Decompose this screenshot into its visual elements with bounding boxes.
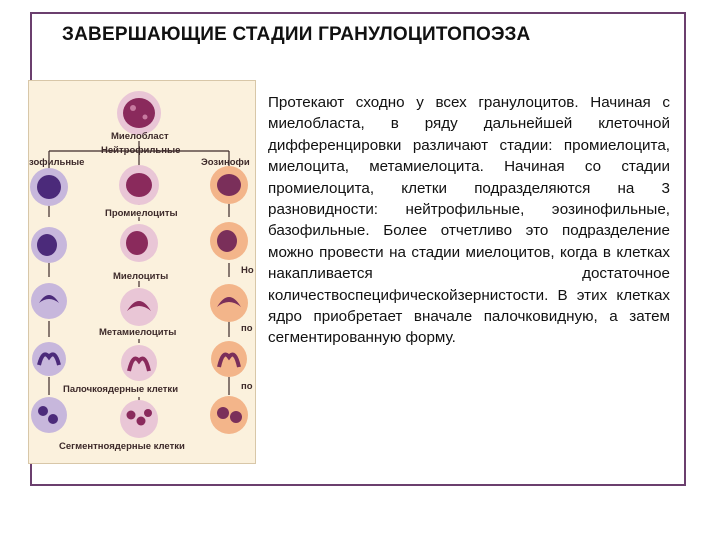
myeloblast-cell bbox=[117, 91, 161, 135]
label-segmented-cells: Сегментноядерные клетки bbox=[59, 441, 185, 452]
label-promyelocytes: Промиелоциты bbox=[105, 208, 178, 219]
promyelocyte-neutrophil bbox=[119, 165, 159, 205]
label-basophilic: зофильные bbox=[29, 157, 85, 168]
label-band-cells: Палочкоядерные клетки bbox=[63, 384, 179, 395]
label-right-cut-2: по bbox=[241, 323, 253, 334]
label-myelocytes: Миелоциты bbox=[113, 271, 169, 282]
label-right-cut-3: по bbox=[241, 381, 253, 392]
metamyelocyte-eosinophil bbox=[210, 284, 248, 322]
label-myeloblast: Миелобласт bbox=[111, 131, 169, 142]
label-neutrophilic: Нейтрофильные bbox=[101, 145, 181, 156]
label-right-cut-1: Но bbox=[241, 265, 254, 276]
segmented-basophil bbox=[31, 397, 67, 433]
segmented-eosinophil bbox=[210, 396, 248, 434]
label-eosinophilic: Эозинофи bbox=[201, 157, 250, 168]
band-basophil bbox=[32, 342, 66, 376]
band-neutrophil bbox=[121, 345, 157, 381]
myelocyte-eosinophil bbox=[210, 222, 248, 260]
slide-title: ЗАВЕРШАЮЩИЕ СТАДИИ ГРАНУЛОЦИТОПОЭЗА bbox=[62, 24, 531, 45]
label-metamyelocytes: Метамиелоциты bbox=[99, 327, 177, 338]
body-paragraph: Протекают сходно у всех гранулоцитов. На… bbox=[268, 94, 670, 347]
granulopoiesis-figure: Миелобласт Нейтрофильные зофильные Эозин… bbox=[28, 80, 256, 464]
segmented-neutrophil bbox=[120, 400, 158, 438]
myelocyte-neutrophil bbox=[120, 224, 158, 262]
metamyelocyte-neutrophil bbox=[120, 288, 158, 326]
myelocyte-basophil bbox=[31, 227, 67, 263]
band-eosinophil bbox=[211, 341, 247, 377]
metamyelocyte-basophil bbox=[31, 283, 67, 319]
figure-drawing bbox=[30, 91, 248, 438]
promyelocyte-eosinophil bbox=[210, 166, 248, 204]
promyelocyte-basophil bbox=[30, 168, 68, 206]
